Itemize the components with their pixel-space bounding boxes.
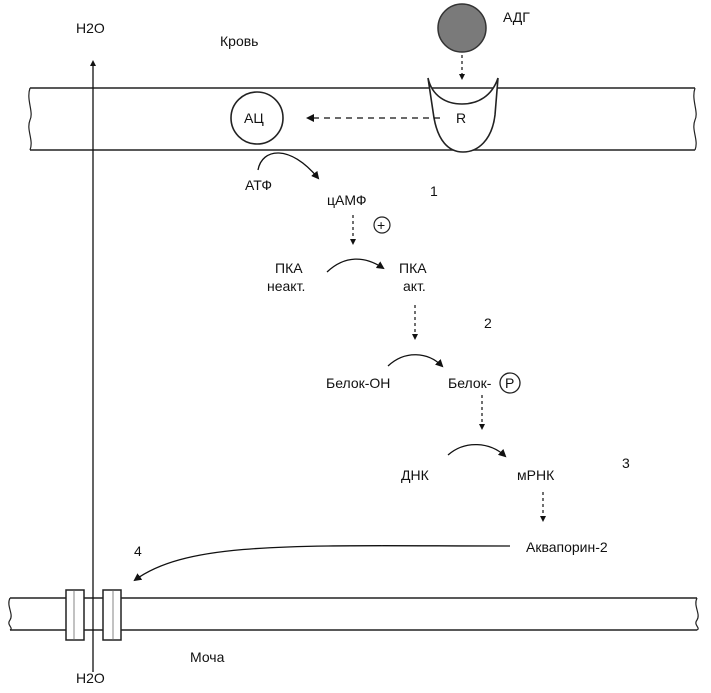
- protein-oh-label: Белок-ОН: [326, 375, 390, 391]
- pka-inactive-name: ПКА: [275, 260, 303, 276]
- step-3-number: 3: [622, 455, 630, 471]
- step-4-number: 4: [134, 543, 142, 559]
- pka-activation-arrow: [326, 258, 385, 273]
- adh-hormone-sphere: [437, 3, 487, 53]
- v2-receptor-shape: [427, 77, 499, 153]
- pka-active-state: акт.: [403, 278, 426, 294]
- adh-label: АДГ: [503, 9, 530, 25]
- pka-inactive-state: неакт.: [267, 278, 305, 294]
- atp-label: АТФ: [245, 177, 272, 193]
- blood-label: Кровь: [220, 33, 258, 49]
- protein-p-label: Белок-: [448, 375, 492, 391]
- activation-plus-circle: [373, 216, 391, 234]
- h2o-bottom-label: H2O: [76, 670, 105, 686]
- step-2-number: 2: [484, 315, 492, 331]
- transcription-arrow: [447, 443, 507, 458]
- atp-to-camp-arrow: [257, 152, 320, 180]
- phosphorylation-arrow: [387, 354, 444, 368]
- pka-active-name: ПКА: [399, 260, 427, 276]
- urine-label: Моча: [190, 649, 225, 665]
- plus-sign: +: [377, 217, 385, 233]
- mrna-label: мРНК: [517, 467, 555, 483]
- aquaporin-2-label: Аквапорин-2: [526, 539, 608, 555]
- phosphate-label: P: [505, 375, 514, 391]
- phosphate-circle: [499, 372, 521, 394]
- apical-membrane: [8, 597, 699, 631]
- dna-label: ДНК: [401, 467, 430, 483]
- h2o-top-label: H2O: [76, 20, 105, 36]
- aquaporin-insertion-arrow: [133, 545, 511, 582]
- camp-label: цАМФ: [327, 192, 367, 208]
- adenylate-cyclase-circle: [230, 91, 284, 145]
- receptor-label: R: [456, 110, 466, 126]
- aquaporin-channel: [65, 589, 122, 641]
- basolateral-membrane: [28, 87, 697, 151]
- step-1-number: 1: [430, 183, 438, 199]
- adenylate-cyclase-label: АЦ: [244, 110, 264, 126]
